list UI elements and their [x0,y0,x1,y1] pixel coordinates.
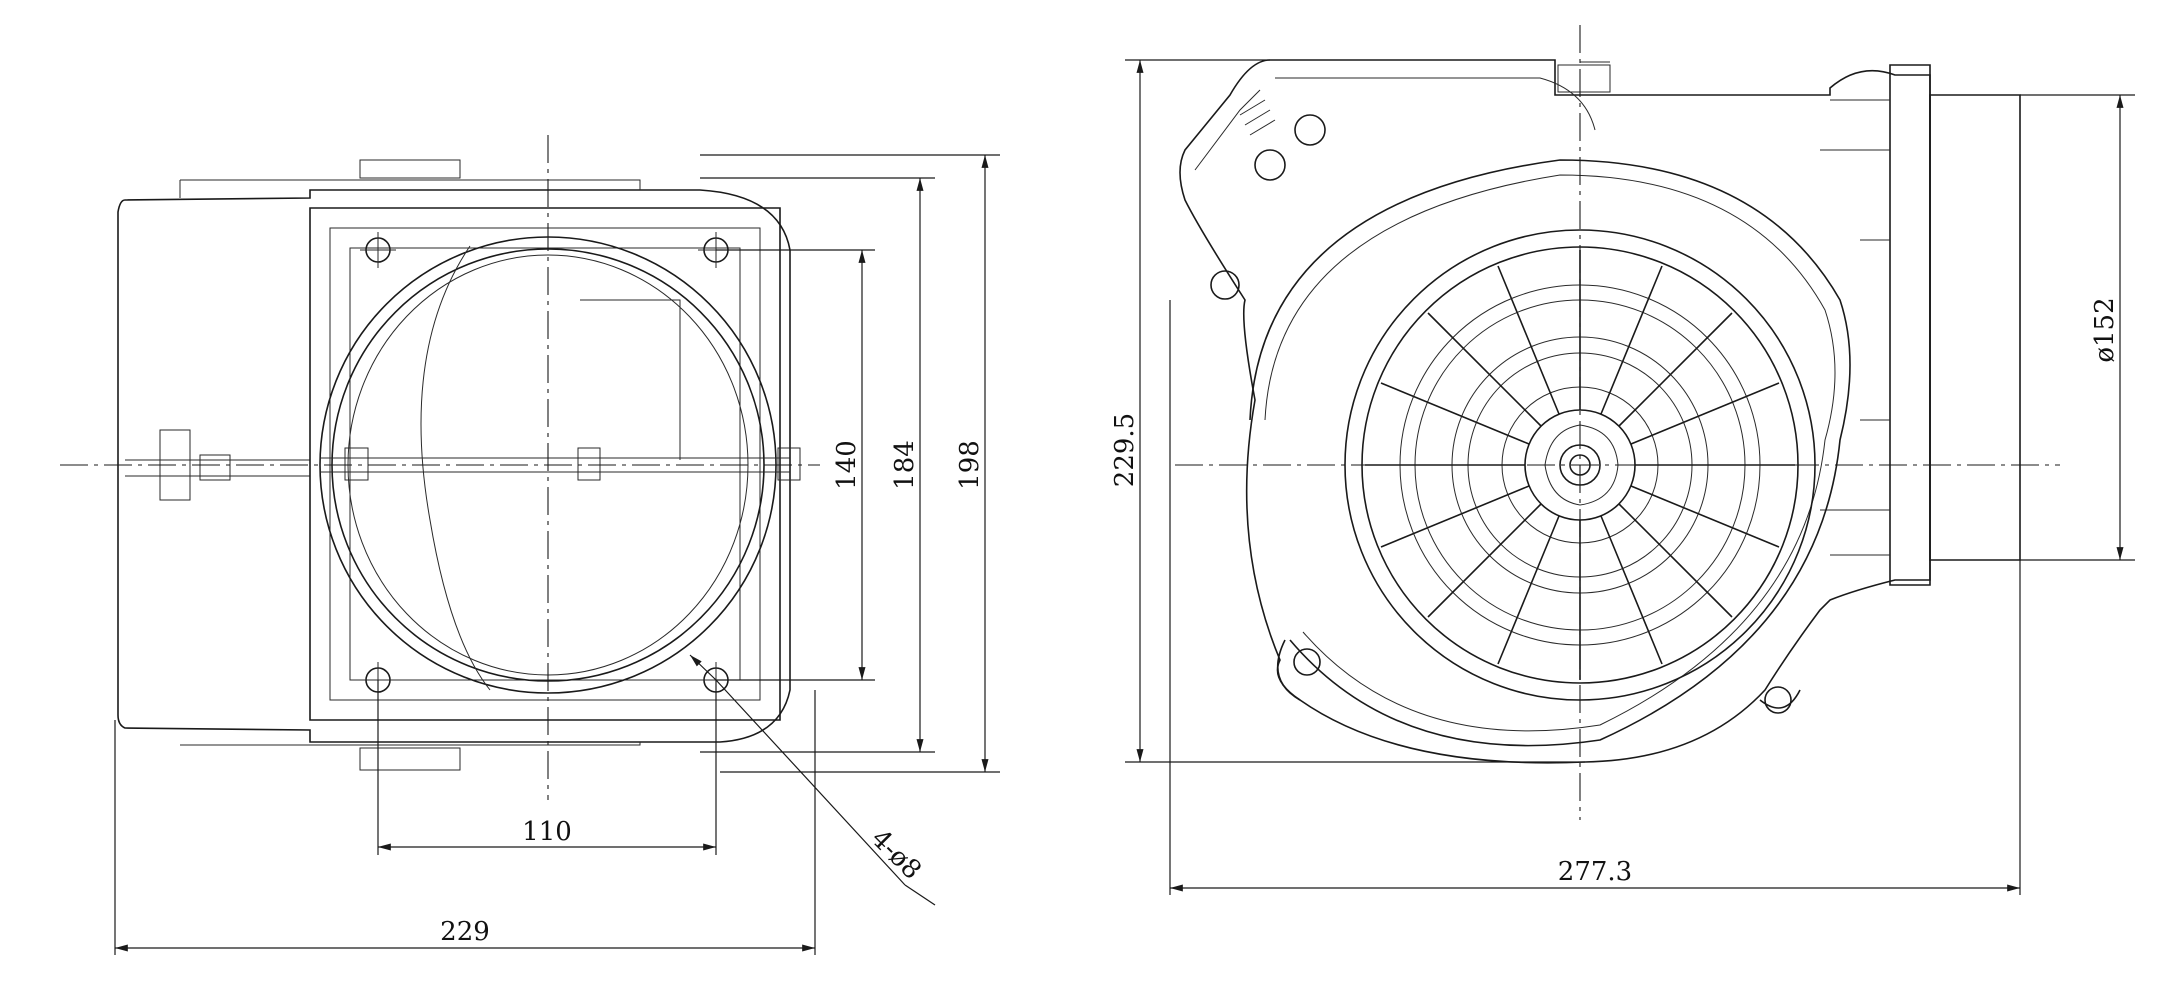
front-view-dimensions [114,154,1000,955]
front-view [60,135,820,800]
hole-spec-label: 4-ø8 [865,824,927,886]
dim-184-label: 184 [890,440,920,490]
side-view-dimensions [1125,59,2135,895]
dim-198-label: 198 [955,440,985,490]
dimension-labels: 198 184 140 110 229 4-ø8 229.5 277.3 ø15… [440,297,2120,947]
dim-277-3-label: 277.3 [1558,857,1632,887]
dim-229-5-label: 229.5 [1110,413,1140,487]
dim-110-label: 110 [522,817,572,847]
dim-152-label: ø152 [2090,297,2120,362]
dim-140-label: 140 [832,440,862,490]
dim-229-label: 229 [440,917,490,947]
side-view [1175,25,2060,820]
